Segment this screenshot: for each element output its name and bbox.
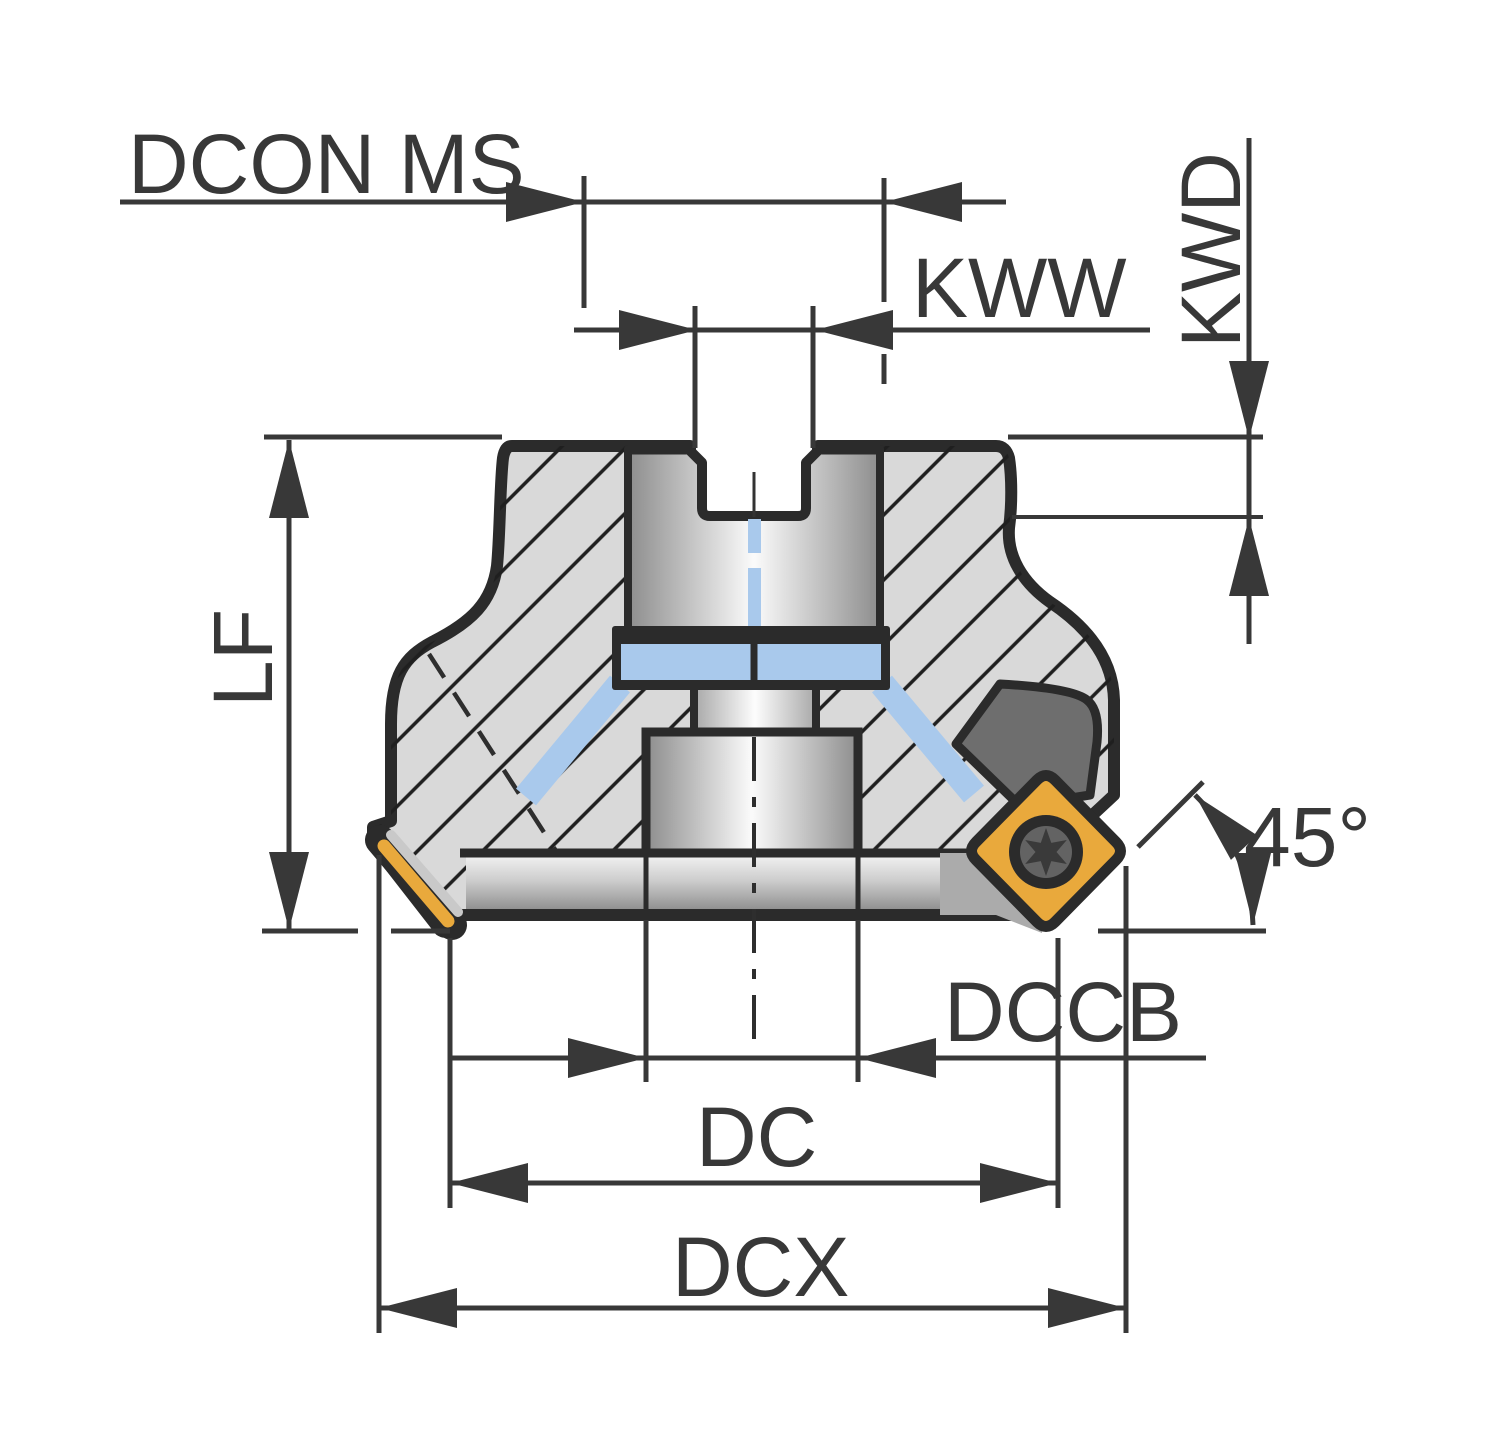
dimension-kww: [574, 306, 1150, 448]
center-coolant-stripe-upper: [748, 519, 761, 553]
insert-pocket: [951, 679, 1102, 811]
arrow-right-icon: [980, 1163, 1058, 1203]
dimension-dcx: [376, 855, 1129, 1333]
label-kww: KWW: [912, 241, 1127, 335]
coolant-channel-left: [516, 675, 630, 806]
arrow-up-icon: [269, 440, 309, 518]
arrow-down-icon: [1229, 361, 1269, 439]
dimension-labels: DCON MS KWW KWD LF 45° DCCB DC DCX: [128, 117, 1371, 1314]
left-insert: [365, 825, 467, 940]
arrow-right-icon: [568, 1038, 646, 1078]
label-dccb: DCCB: [944, 965, 1182, 1059]
coolant-channel-right: [872, 675, 984, 803]
dimension-lf: [262, 434, 502, 934]
arrow-left-icon: [450, 1163, 528, 1203]
arrow-up-icon: [1229, 518, 1269, 596]
arrow-right-icon: [619, 310, 697, 350]
arrow-left-icon: [379, 1288, 457, 1328]
label-dcon-ms: DCON MS: [128, 117, 525, 211]
screw-shank: [690, 690, 820, 734]
label-angle: 45°: [1244, 790, 1371, 884]
arrow-right-icon: [1048, 1288, 1126, 1328]
arrow-right-icon: [506, 182, 584, 222]
label-lf: LF: [196, 609, 290, 707]
arrow-down-icon: [269, 852, 309, 930]
label-kwd: KWD: [1164, 152, 1258, 348]
dimension-dccb: [452, 920, 1206, 1082]
dimension-dc: [447, 938, 1061, 1208]
dimensions: [120, 138, 1271, 1333]
arrow-left-icon: [815, 310, 893, 350]
pocket-shadow: [940, 853, 1042, 933]
dimension-kwd: [1008, 138, 1269, 644]
dimension-angle-45: [1098, 780, 1271, 934]
torx-screw-icon: [1009, 815, 1083, 889]
arrow-left-icon: [858, 1038, 936, 1078]
dimension-dcon-ms: [120, 176, 1006, 384]
label-dcx: DCX: [672, 1220, 849, 1314]
washer: [612, 626, 890, 690]
label-dc: DC: [696, 1090, 817, 1184]
cutter-body-section: [365, 440, 1126, 1052]
center-coolant-stripe-lower: [748, 568, 761, 630]
hidden-pocket-dashed-line: [427, 652, 558, 853]
arrow-left-icon: [884, 182, 962, 222]
